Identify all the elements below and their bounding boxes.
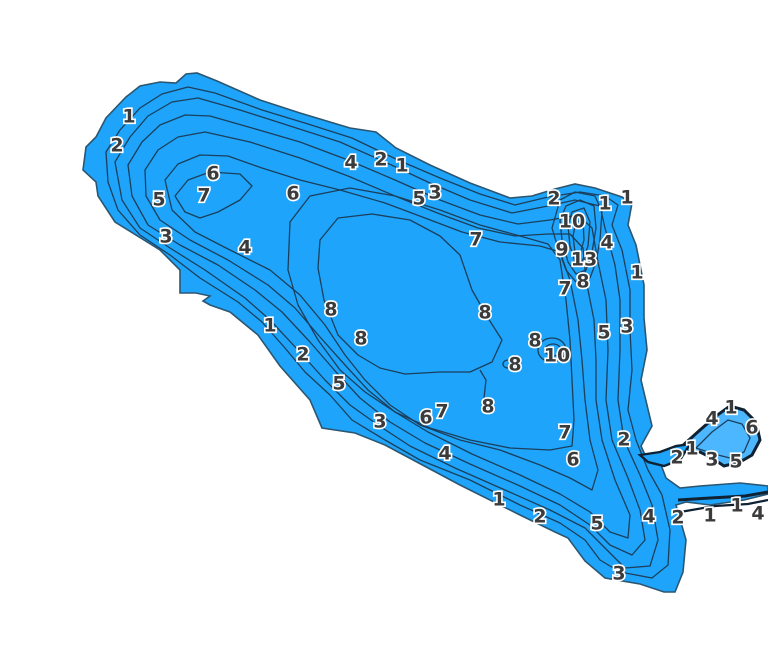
steep-zone-ring-2 (567, 207, 591, 263)
contour-label: 2 (110, 135, 123, 157)
deep-hole-10-south-inner (544, 343, 562, 357)
contour-label: 1 (685, 438, 698, 460)
contour-label: 8 (324, 299, 337, 321)
contour-label: 1 (492, 489, 505, 511)
steep-zone-ring-1 (559, 199, 597, 275)
contour-label: 3 (612, 563, 625, 585)
south-channel (677, 490, 768, 502)
contour-label: 1 (630, 262, 643, 284)
east-bay-water (677, 404, 762, 468)
contour-label: 10 (544, 345, 570, 367)
contour-label: 1 (122, 106, 135, 128)
contour-label: 3 (159, 226, 172, 248)
lake-water-body (82, 72, 768, 593)
contour-label: 2 (374, 149, 387, 171)
contour-label: 10 (559, 211, 585, 233)
contour-line-5 (144, 131, 631, 539)
contour-label: 9 (555, 239, 568, 261)
east-bay-contour (695, 419, 751, 459)
contour-label: 7 (558, 278, 571, 300)
contour-label: 13 (571, 249, 597, 271)
contour-label: 6 (419, 407, 432, 429)
contour-label: 2 (547, 188, 560, 210)
contour-line-3 (114, 97, 659, 569)
contour-label: 1 (598, 193, 611, 215)
contour-label: 4 (438, 443, 451, 465)
contour-line-4 (127, 114, 646, 556)
contour-label: 1 (395, 155, 408, 177)
contour-line-deep (317, 213, 503, 375)
contour-label: 4 (705, 408, 718, 430)
contour-label: 2 (296, 344, 309, 366)
contour-label: 4 (642, 506, 655, 528)
contour-line-8 (287, 187, 575, 451)
contour-label: 8 (508, 354, 521, 376)
contour-label: 8 (528, 330, 541, 352)
steep-zone-northeast (551, 191, 603, 283)
contour-label: 8 (478, 302, 491, 324)
contour-label: 8 (481, 396, 494, 418)
contour-label: 1 (730, 495, 743, 517)
contour-line-2 (105, 86, 671, 579)
contour-label: 5 (597, 322, 610, 344)
contour-label: 4 (600, 232, 613, 254)
steep-zone-ring-3 (572, 219, 585, 255)
contour-label: 3 (373, 411, 386, 433)
small-hole-8 (502, 359, 514, 369)
contour-label: 2 (533, 506, 546, 528)
contour-label: 5 (332, 373, 345, 395)
contour-label: 4 (344, 152, 357, 174)
contour-label: 2 (670, 447, 683, 469)
contour-label: 2 (617, 429, 630, 451)
contour-line-7 (174, 171, 253, 219)
deep-hole-10-south (537, 337, 567, 363)
contour-label: 1 (724, 397, 737, 419)
contour-label: 1 (263, 315, 276, 337)
contour-label: 2 (671, 507, 684, 529)
contour-label: 5 (590, 513, 603, 535)
contour-label: 5 (152, 189, 165, 211)
contour-label: 4 (751, 503, 764, 525)
contour-label: 5 (729, 451, 742, 473)
east-channel (637, 442, 693, 468)
contour-label: 3 (428, 182, 441, 204)
contour-label: 3 (620, 316, 633, 338)
contour-label: 7 (469, 229, 482, 251)
contour-line-deep-south (479, 369, 491, 411)
contour-label: 3 (705, 449, 718, 471)
contour-label: 7 (435, 401, 448, 423)
contour-label: 8 (354, 328, 367, 350)
contour-label: 6 (206, 163, 219, 185)
contour-line-6 (164, 154, 599, 491)
contour-label: 6 (286, 183, 299, 205)
contour-label: 6 (566, 449, 579, 471)
contour-label: 5 (412, 188, 425, 210)
contour-label: 4 (238, 237, 251, 259)
contour-label: 8 (576, 271, 589, 293)
contour-label: 6 (745, 417, 758, 439)
south-channel-2 (679, 498, 768, 514)
contour-labels: 1 2 4 2 1 6 7 5 6 3 4 5 3 2 1 1 10 7 9 4… (109, 104, 766, 586)
contour-label: 7 (558, 422, 571, 444)
contour-label: 1 (620, 187, 633, 209)
contour-label: 7 (197, 185, 210, 207)
contour-label: 1 (703, 505, 716, 527)
